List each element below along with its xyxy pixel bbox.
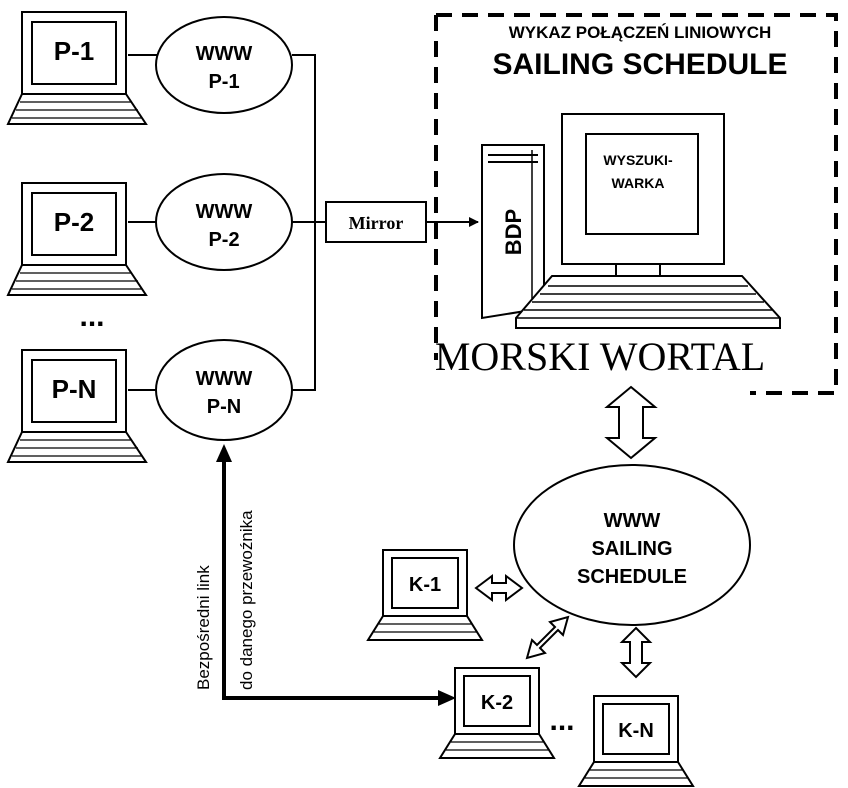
direct-link-arrow xyxy=(222,460,444,700)
sailing-line1: WWW xyxy=(604,510,661,532)
www-label: WWW xyxy=(196,201,253,223)
portal-computer: BDP WYSZUKI- WARKA xyxy=(481,113,781,329)
mirror-box xyxy=(325,201,427,243)
header-line1: WYKAZ POŁĄCZEŃ LINIOWYCH xyxy=(509,23,772,42)
arrowhead-icon xyxy=(438,690,456,706)
search-line2: WARKA xyxy=(612,175,665,191)
arrowhead-icon xyxy=(216,444,232,462)
carriers-ellipsis: ... xyxy=(79,300,104,333)
laptop-k2: K-2 xyxy=(438,667,556,759)
header-line2: SAILING SCHEDULE xyxy=(492,48,787,81)
www-sublabel: P-1 xyxy=(208,71,239,93)
portal-frame xyxy=(434,13,838,395)
www-label: WWW xyxy=(196,368,253,390)
db-label: BDP xyxy=(501,209,526,255)
laptop-label: K-2 xyxy=(481,692,513,714)
laptop-label: P-2 xyxy=(54,207,94,237)
laptop-label: K-N xyxy=(618,720,654,742)
www-p1: WWW P-1 xyxy=(155,16,293,114)
direct-link-line1: Bezpośredni link xyxy=(194,565,213,690)
double-arrow-icon xyxy=(604,385,658,460)
laptop-label: P-N xyxy=(52,374,97,404)
www-label: WWW xyxy=(196,43,253,65)
laptop-pn: P-N xyxy=(6,349,148,463)
www-sublabel: P-N xyxy=(207,396,241,418)
www-sublabel: P-2 xyxy=(208,229,239,251)
portal-name: MORSKI WORTAL xyxy=(435,334,765,379)
sailing-line2: SAILING xyxy=(591,538,672,560)
laptop-label: K-1 xyxy=(409,574,441,596)
double-arrow-icon xyxy=(525,615,570,660)
monitor-screen xyxy=(585,133,699,235)
clients-ellipsis: ... xyxy=(549,704,574,737)
laptop-label: P-1 xyxy=(54,36,94,66)
double-arrow-icon xyxy=(474,574,524,602)
www-pn: WWW P-N xyxy=(155,339,293,441)
laptop-k1: K-1 xyxy=(366,549,484,641)
laptop-kn: K-N xyxy=(577,695,695,787)
sailing-line3: SCHEDULE xyxy=(577,566,687,588)
search-line1: WYSZUKI- xyxy=(603,152,673,168)
laptop-p2: P-2 xyxy=(6,182,148,296)
sailing-www: WWW SAILING SCHEDULE xyxy=(513,464,751,626)
double-arrow-icon xyxy=(619,626,653,679)
mirror-label: Mirror xyxy=(349,213,404,233)
www-p2: WWW P-2 xyxy=(155,173,293,271)
direct-link-line2: do danego przewoźnika xyxy=(237,510,256,690)
laptop-p1: P-1 xyxy=(6,11,148,125)
